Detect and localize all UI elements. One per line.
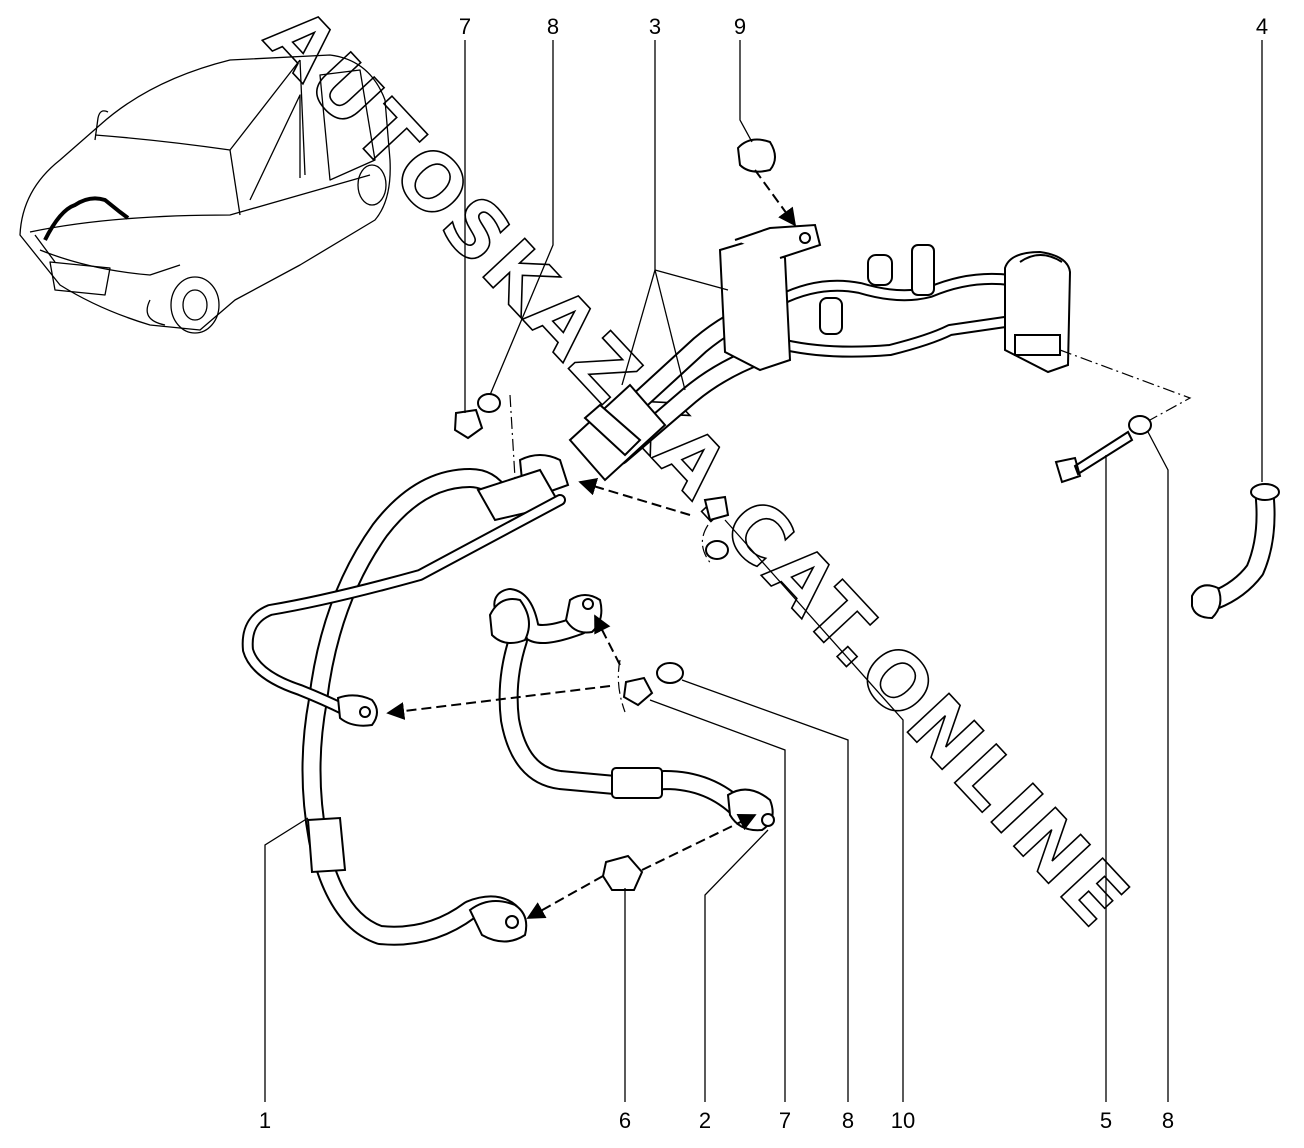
pipe-assembly-3 [518,223,1072,497]
car-location-icon [19,54,391,334]
washer-10 [705,540,729,560]
callout-8-bottom-right: 8 [1162,1108,1174,1133]
washer-8-right [1128,415,1152,435]
bent-line [241,494,566,727]
nut-9 [736,138,776,173]
callout-8-top: 8 [547,14,559,39]
watermark: AUTOSKAZKA.CAT.ONLINE [247,0,1148,947]
assembly-arrow-icon [386,169,1192,919]
callout-5-bottom: 5 [1100,1108,1112,1133]
callout-2-bottom: 2 [699,1108,711,1133]
callout-7-top: 7 [459,14,471,39]
washer-8-mid [656,662,684,684]
nut-6 [601,854,644,891]
callout-3-top: 3 [649,14,661,39]
bolt-10 [703,495,730,522]
callout-9-top: 9 [734,14,746,39]
callouts-bottom: 1 6 2 7 8 10 5 8 [259,1108,1174,1133]
callout-8-bottom: 8 [842,1108,854,1133]
washer-8-top [477,393,501,413]
callouts-top: 7 8 3 9 4 [459,14,1268,39]
nut-7-top [453,408,484,440]
nut-7-mid [622,676,654,707]
callout-1-bottom: 1 [259,1108,271,1133]
callout-7-bottom: 7 [779,1108,791,1133]
callout-10-bottom: 10 [891,1108,915,1133]
callout-6-bottom: 6 [619,1108,631,1133]
callout-4-top: 4 [1256,14,1268,39]
fasteners [453,138,1152,891]
bolt-5 [1054,430,1134,484]
svg-text:AUTOSKAZKA.CAT.ONLINE: AUTOSKAZKA.CAT.ONLINE [248,0,1147,946]
leader-lines [264,40,1263,1102]
pipe-4 [1191,483,1280,620]
pipe-2 [488,588,775,832]
